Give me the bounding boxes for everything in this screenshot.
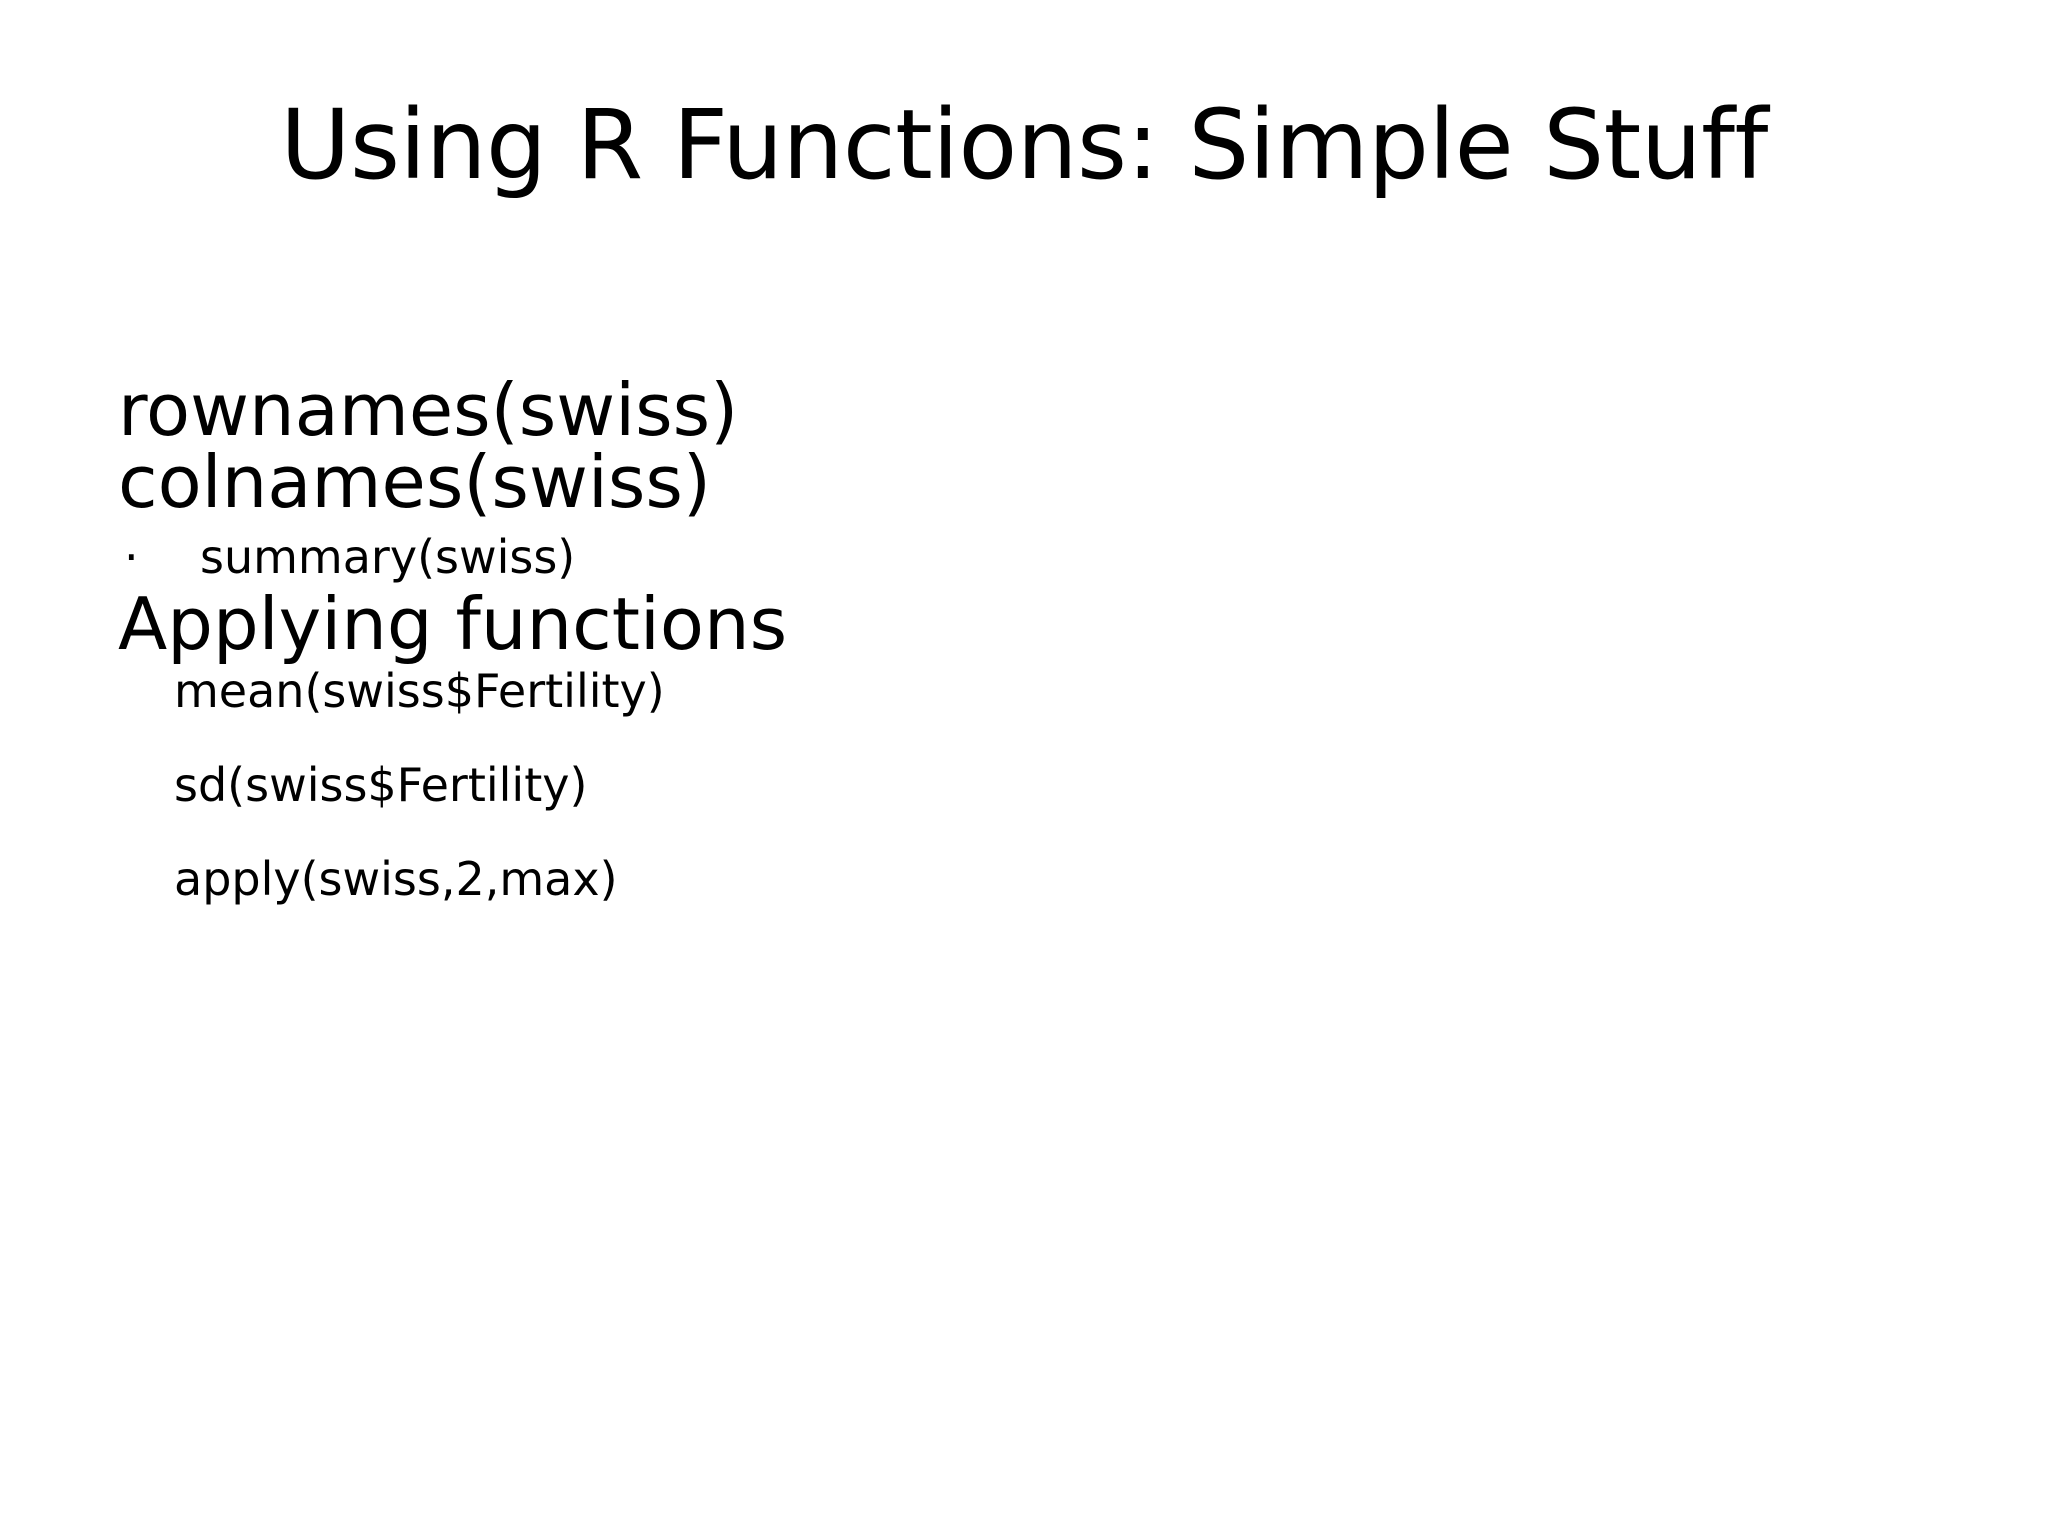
content-line-apply: apply(swiss,2,max) bbox=[174, 852, 618, 906]
spacer bbox=[118, 714, 1918, 762]
slide-body-content: rownames(swiss) colnames(swiss) · summar… bbox=[118, 374, 1918, 902]
content-line-colnames: colnames(swiss) bbox=[118, 440, 711, 524]
content-line-applying-functions: Applying functions bbox=[118, 582, 788, 666]
page-title: Using R Functions: Simple Stuff bbox=[280, 89, 1768, 201]
spacer bbox=[118, 808, 1918, 856]
bullet-point-icon: · bbox=[124, 530, 139, 584]
content-line-rownames: rownames(swiss) bbox=[118, 368, 739, 452]
content-line-mean: mean(swiss$Fertility) bbox=[174, 664, 665, 718]
content-line-summary: · summary(swiss) bbox=[124, 518, 1918, 580]
content-line-summary-label: summary(swiss) bbox=[200, 530, 576, 584]
content-line-sd: sd(swiss$Fertility) bbox=[174, 758, 588, 812]
